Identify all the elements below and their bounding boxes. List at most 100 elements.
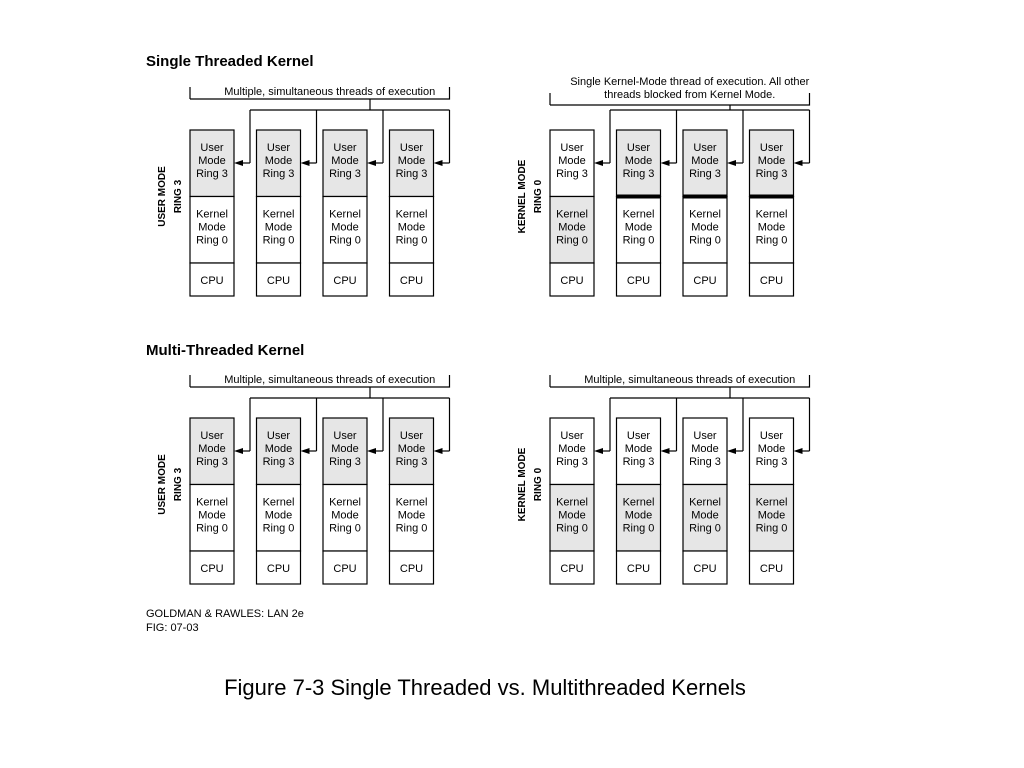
kernel-mode-label: Kernel [689,209,721,221]
kernel-mode-label: Ring 0 [329,235,361,247]
kernel-mode-label: Kernel [329,209,361,221]
user-mode-cell [255,129,302,198]
kernel-mode-label: Ring 0 [556,523,588,535]
kernel-mode-label: Mode [558,222,586,234]
kernel-mode-label: Kernel [756,209,788,221]
kernel-mode-label: Kernel [196,497,228,509]
user-mode-label: User [400,430,424,442]
cpu-label: CPU [560,275,583,287]
ring-label: RING 3 [173,179,184,213]
mode-label: USER MODE [157,166,168,227]
user-mode-cell [748,129,795,198]
user-mode-label: Mode [198,155,226,167]
kernel-mode-label: Ring 0 [263,235,295,247]
kernel-mode-cell [615,195,662,264]
kernel-mode-label: Mode [398,222,426,234]
cpu-cell [322,262,368,297]
user-mode-label: Ring 3 [623,168,655,180]
kernel-mode-label: Kernel [689,497,721,509]
kernel-mode-label: Mode [265,222,293,234]
panel-multi-kernel: Multiple, simultaneous threads of execut… [517,374,811,585]
ring-label: RING 3 [173,467,184,501]
mode-label: KERNEL MODE [517,159,528,233]
banner-text: Single Kernel-Mode thread of execution. … [570,76,809,88]
kernel-mode-cell [682,195,728,264]
kernel-mode-label: Ring 0 [396,523,428,535]
user-mode-label: User [267,430,291,442]
kernel-mode-label: Mode [398,510,426,522]
mode-label: USER MODE [157,454,168,515]
arrow-head [793,160,803,166]
blocked-barrier [749,194,794,199]
user-mode-label: Mode [691,155,719,167]
kernel-mode-label: Kernel [623,497,655,509]
kernel-mode-label: Mode [198,510,226,522]
user-mode-cell [615,417,662,486]
diagram-panels: Multiple, simultaneous threads of execut… [157,76,811,585]
kernel-mode-cell [322,483,368,552]
banner-text: Multiple, simultaneous threads of execut… [224,86,435,98]
kernel-mode-label: Kernel [556,209,588,221]
user-mode-label: Ring 3 [329,456,361,468]
user-mode-label: User [693,430,717,442]
ring-label: RING 0 [533,467,544,501]
single-threaded-title: Single Threaded Kernel [146,53,314,70]
panel-single-user: Multiple, simultaneous threads of execut… [157,86,451,297]
kernel-mode-cell [682,483,728,552]
cpu-label: CPU [200,275,223,287]
user-mode-label: Mode [331,155,359,167]
user-mode-cell [322,129,368,198]
kernel-mode-label: Kernel [756,497,788,509]
user-mode-label: Mode [198,443,226,455]
user-mode-label: Ring 3 [756,168,788,180]
user-mode-label: Mode [625,155,653,167]
cpu-label: CPU [333,563,356,575]
user-mode-label: User [200,142,224,154]
user-mode-cell [388,129,435,198]
user-mode-label: Ring 3 [196,456,228,468]
cpu-label: CPU [267,563,290,575]
kernel-mode-cell [255,195,302,264]
kernel-mode-label: Ring 0 [756,523,788,535]
user-mode-label: Mode [331,443,359,455]
cpu-label: CPU [760,275,783,287]
user-mode-cell [682,417,728,486]
user-mode-label: Mode [691,443,719,455]
kernel-mode-label: Ring 0 [689,235,721,247]
user-mode-cell [255,417,302,486]
kernel-mode-label: Mode [625,222,653,234]
blocked-barrier [616,194,661,199]
cpu-cell [682,550,728,585]
kernel-mode-label: Mode [758,222,786,234]
credit-line-2: FIG: 07-03 [146,622,199,634]
arrow-head [594,448,603,454]
banner-bracket [549,375,811,388]
kernel-mode-cell [748,483,795,552]
arrow-head [433,160,443,166]
kernel-mode-label: Mode [758,510,786,522]
banner-bracket [189,87,451,100]
cpu-label: CPU [400,563,423,575]
kernel-mode-label: Ring 0 [689,523,721,535]
arrow-head [367,160,376,166]
arrow-head [300,448,310,454]
kernel-mode-label: Ring 0 [196,235,228,247]
cpu-label: CPU [627,275,650,287]
user-mode-label: Ring 3 [396,168,428,180]
arrow-head [594,160,603,166]
cpu-label: CPU [200,563,223,575]
panel-multi-user: Multiple, simultaneous threads of execut… [157,374,451,585]
cpu-cell [549,262,595,297]
user-mode-label: User [333,142,357,154]
arrow-head [367,448,376,454]
cpu-label: CPU [627,563,650,575]
panel-single-kernel: Single Kernel-Mode thread of execution. … [517,76,811,297]
